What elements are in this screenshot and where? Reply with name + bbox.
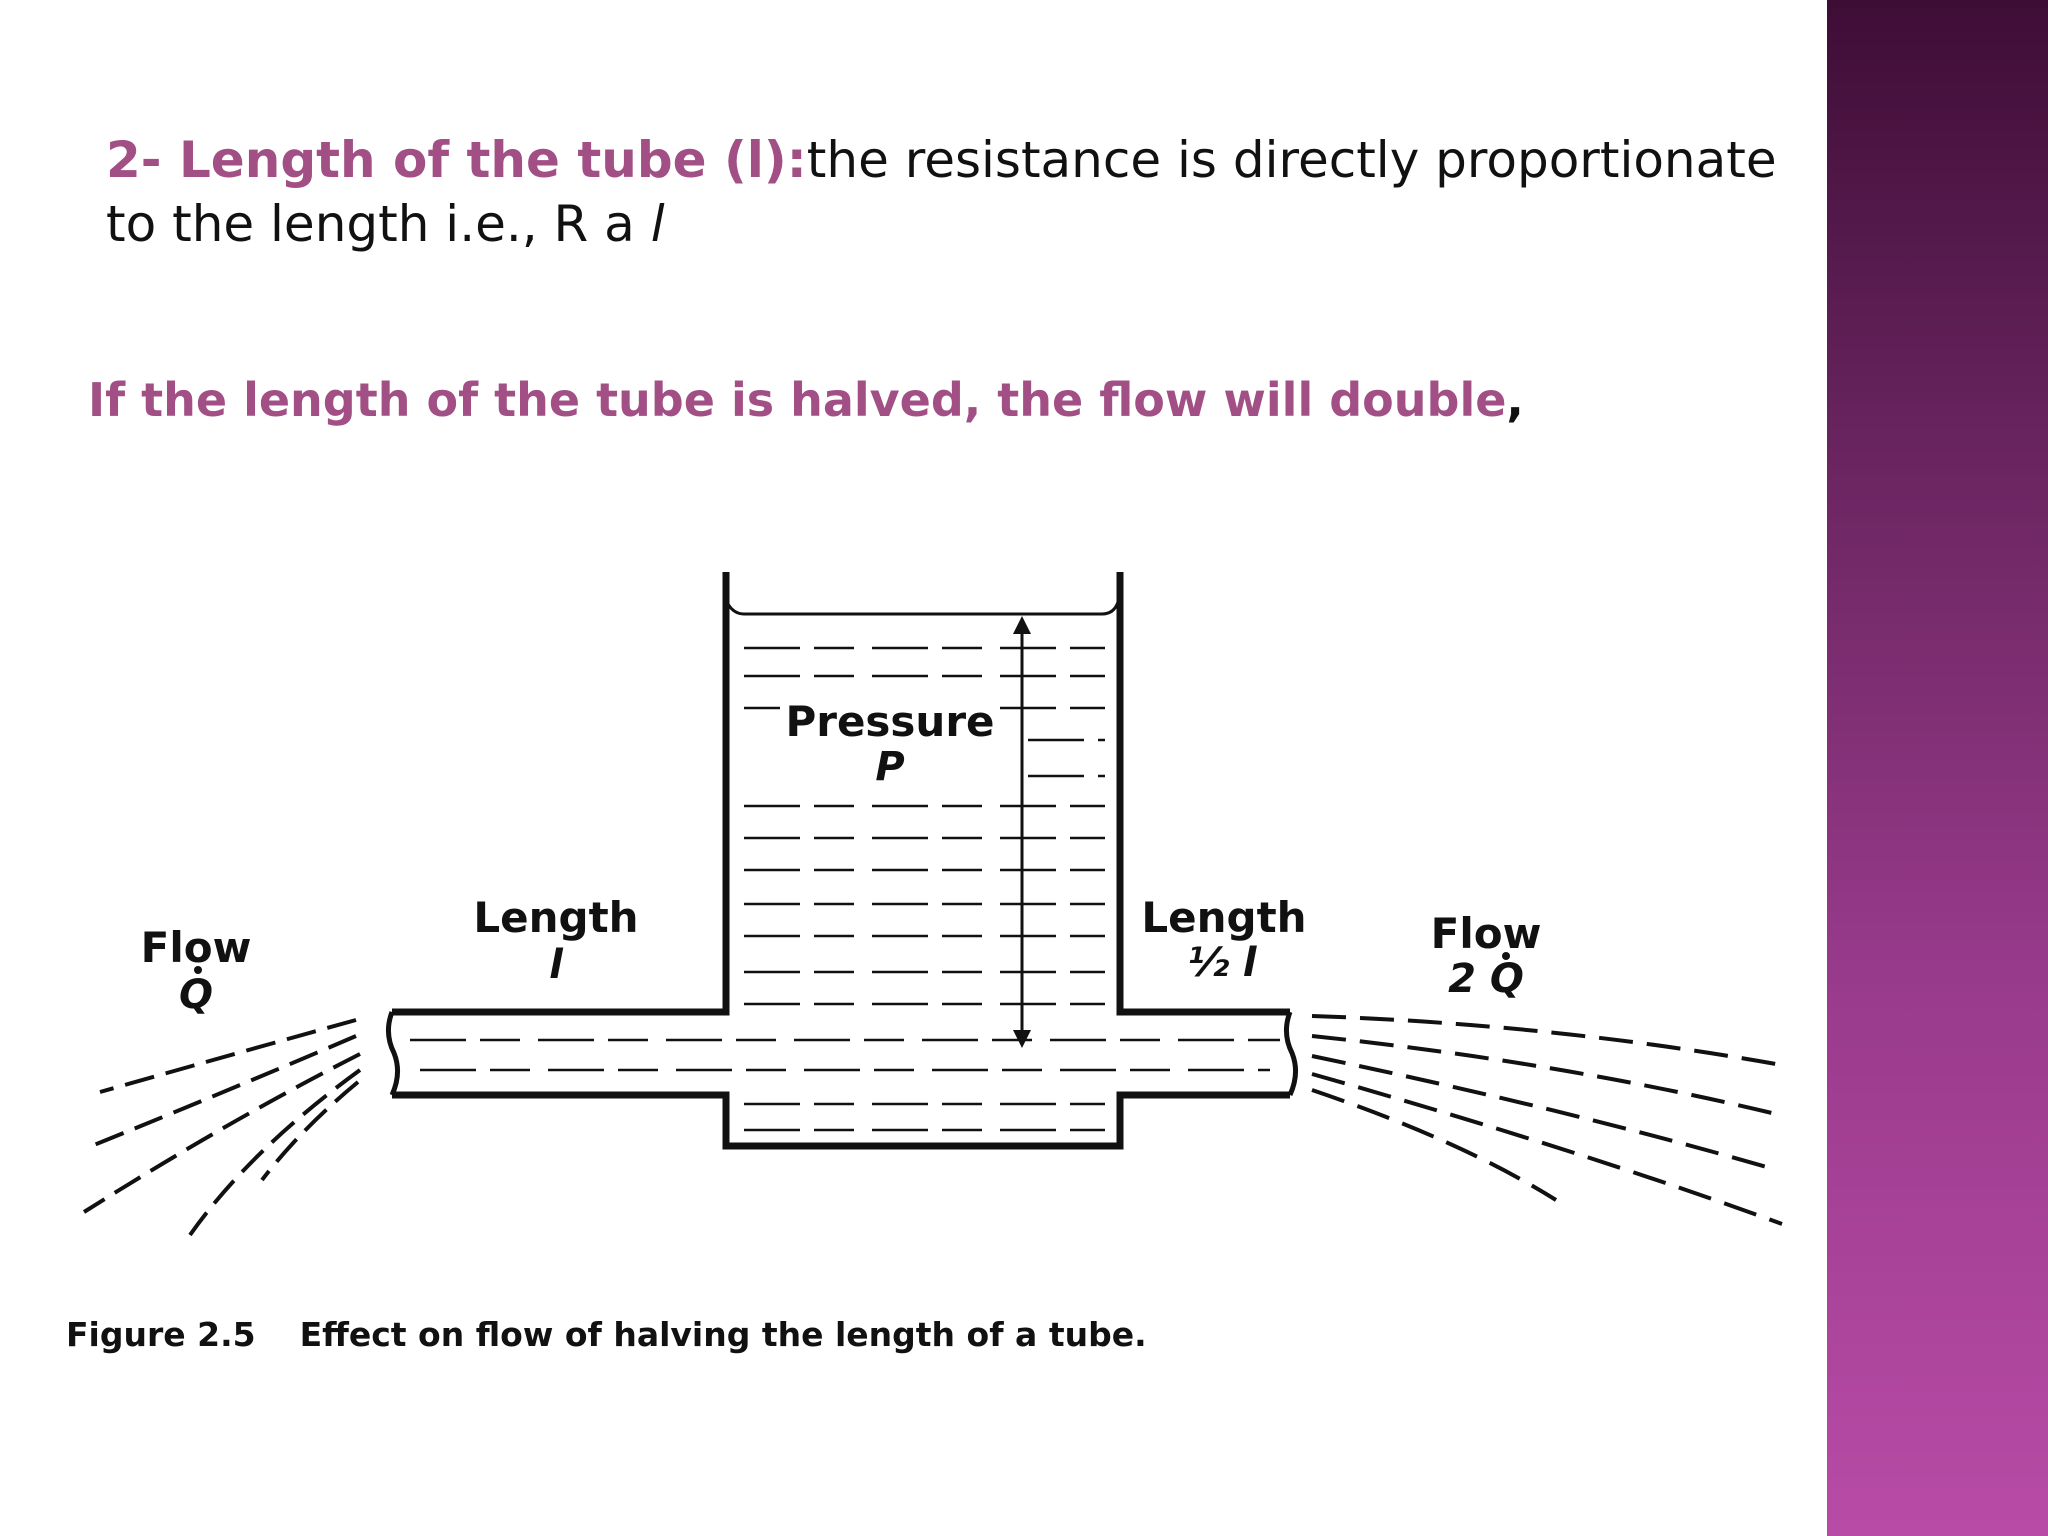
pressure-label: Pressure — [785, 697, 994, 746]
pressure-symbol: P — [875, 744, 904, 790]
tube-bottom-wall — [392, 1091, 1290, 1150]
pressure-label-backdrop — [780, 696, 996, 792]
heading-variable: l — [650, 195, 665, 253]
highlight-text: If the length of the tube is halved, the… — [88, 373, 1507, 427]
left-length-value: l — [549, 942, 564, 988]
heading-body-line2: to the length i.e., R a — [106, 195, 651, 253]
decorative-sidebar — [1827, 0, 2048, 1536]
reservoir-right-wall — [1116, 572, 1290, 1016]
right-flow-spray — [1311, 1014, 1783, 1226]
heading-body-line1: the resistance is directly proportionate — [806, 131, 1777, 189]
right-tube-end — [1284, 1011, 1298, 1097]
right-length-value: ½ l — [1187, 940, 1257, 986]
highlight-comma: , — [1506, 373, 1524, 427]
figure-number: Figure 2.5 — [66, 1315, 256, 1354]
tube-outline — [386, 572, 1298, 1150]
right-length-label: Length — [1141, 893, 1306, 942]
pressure-arrow — [1013, 616, 1031, 1048]
figure-caption: Figure 2.5 Effect on flow of halving the … — [66, 1315, 1147, 1354]
reservoir-left-wall-lower — [392, 828, 730, 1016]
left-tube-end — [386, 1011, 400, 1097]
left-flow-value: Q — [179, 972, 213, 1018]
left-flow-label: Flow — [141, 923, 252, 972]
figure-caption-text: Effect on flow of halving the length of … — [299, 1315, 1147, 1354]
left-flow-dot — [194, 966, 202, 974]
heading-title: 2- Length of the tube (l): — [106, 131, 807, 189]
right-flow-label: Flow — [1431, 909, 1542, 958]
left-length-label: Length — [473, 893, 638, 942]
highlight-statement: If the length of the tube is halved, the… — [88, 370, 1524, 430]
heading: 2- Length of the tube (l):the resistance… — [106, 128, 1806, 256]
water-surface — [726, 601, 1120, 616]
left-flow-spray — [82, 1018, 362, 1237]
right-flow-value: 2 Q — [1448, 956, 1524, 1002]
right-flow-dot — [1502, 952, 1510, 960]
